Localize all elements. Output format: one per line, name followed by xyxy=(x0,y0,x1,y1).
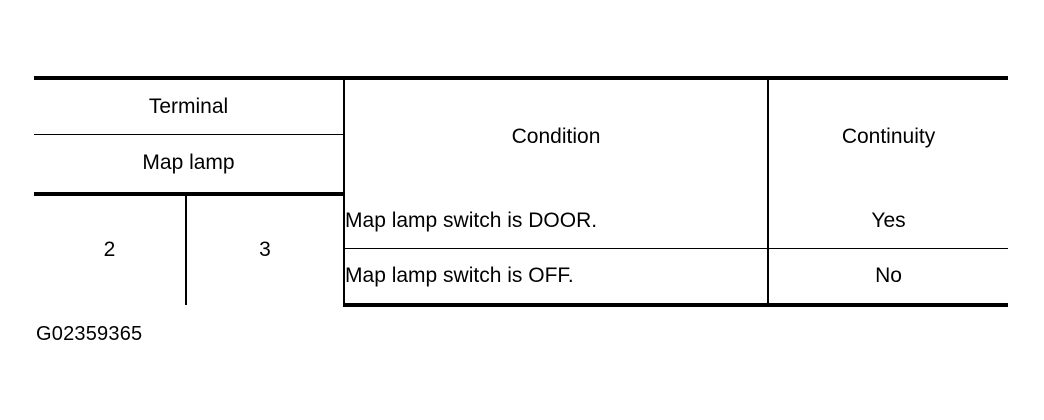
table-header-row-maplamp: Map lamp xyxy=(34,134,1008,196)
terminal-value-b: 3 xyxy=(186,194,345,305)
figure-caption: G02359365 xyxy=(36,323,143,345)
continuity-cell-2: No xyxy=(768,248,1009,307)
continuity-table: Terminal Condition Continuity Map lamp 2… xyxy=(34,76,1009,307)
table-header-row-terminal: Terminal Condition Continuity xyxy=(34,76,1009,194)
continuity-table-container: Terminal Condition Continuity Map lamp 2… xyxy=(34,76,1009,307)
terminal-value-a: 2 xyxy=(34,194,187,305)
condition-cell-1: Map lamp switch is DOOR. xyxy=(343,194,770,249)
header-terminal-group: Terminal xyxy=(34,76,345,135)
header-terminal-sub-map-lamp: Map lamp xyxy=(34,134,345,196)
table-row: 2 3 Map lamp switch is DOOR. Yes xyxy=(34,194,1009,305)
condition-cell-2: Map lamp switch is OFF. xyxy=(343,248,770,307)
header-continuity: Continuity xyxy=(768,76,1009,194)
continuity-cell-1: Yes xyxy=(768,194,1009,249)
header-condition: Condition xyxy=(343,76,770,194)
table-row: Map lamp switch is OFF. No xyxy=(34,248,1009,307)
